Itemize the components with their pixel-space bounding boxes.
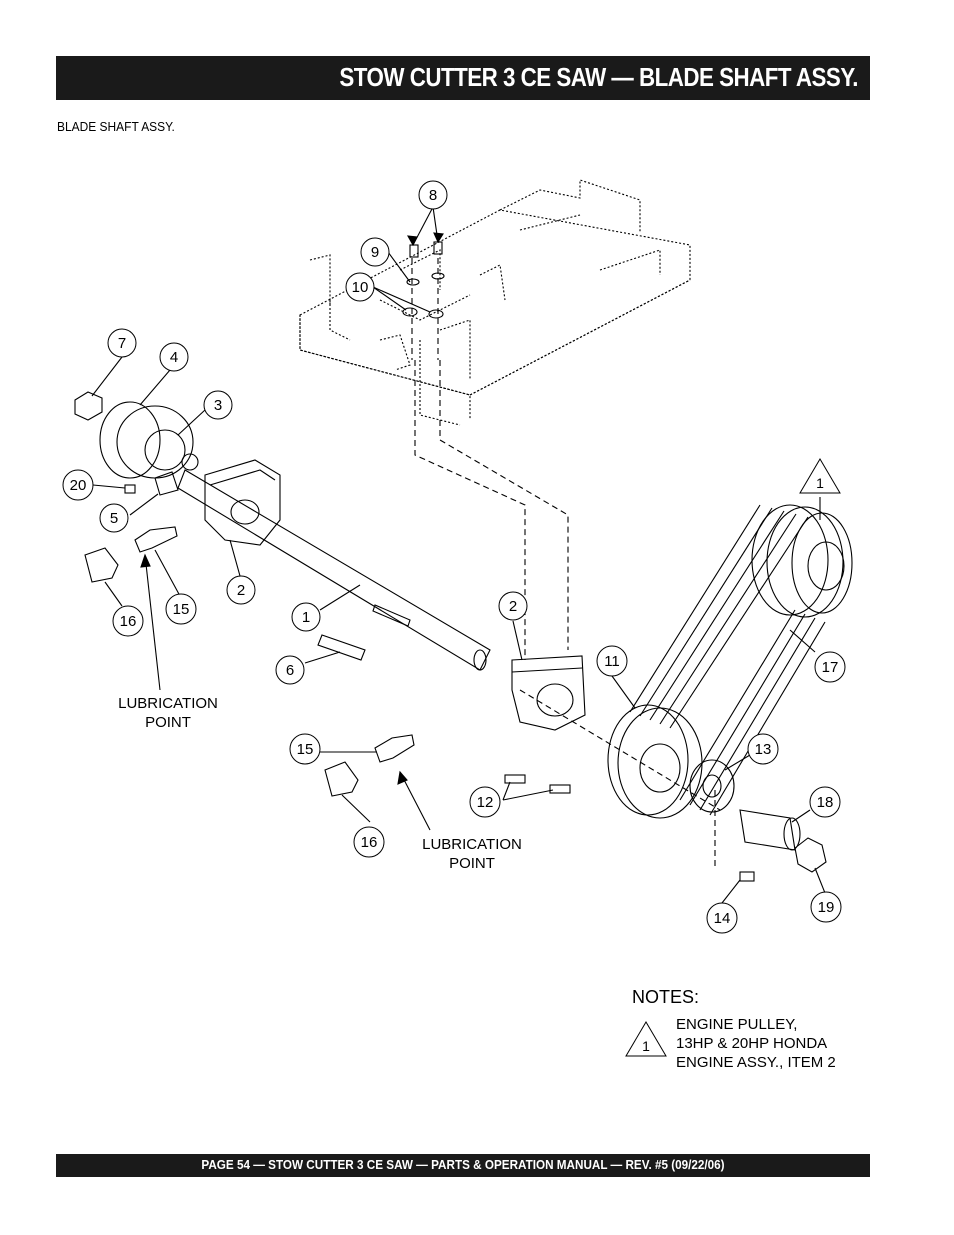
v-belts bbox=[629, 504, 826, 816]
svg-text:4: 4 bbox=[170, 349, 178, 366]
saw-frame bbox=[299, 179, 691, 426]
svg-text:15: 15 bbox=[297, 741, 314, 758]
notes-line3: ENGINE ASSY., ITEM 2 bbox=[676, 1054, 836, 1071]
svg-text:2: 2 bbox=[509, 598, 517, 615]
svg-text:5: 5 bbox=[110, 510, 118, 527]
svg-text:12: 12 bbox=[477, 794, 494, 811]
leader-arrowheads bbox=[140, 232, 444, 785]
callout-14: 14 bbox=[706, 902, 738, 934]
svg-text:14: 14 bbox=[714, 910, 731, 927]
svg-text:6: 6 bbox=[286, 662, 294, 679]
callout-4: 4 bbox=[159, 342, 189, 372]
svg-text:15: 15 bbox=[173, 601, 190, 618]
callout-2-right: 2 bbox=[498, 591, 528, 621]
callout-5: 5 bbox=[99, 503, 129, 533]
svg-text:11: 11 bbox=[604, 653, 620, 670]
svg-text:10: 10 bbox=[352, 279, 369, 296]
svg-text:18: 18 bbox=[817, 794, 834, 811]
small-pulley-group bbox=[74, 391, 199, 496]
title-bar: STOW CUTTER 3 CE SAW — BLADE SHAFT ASSY. bbox=[56, 56, 870, 100]
notes-heading: NOTES: bbox=[632, 987, 699, 1007]
callout-7: 7 bbox=[107, 328, 137, 358]
notes-triangle-icon bbox=[625, 1021, 667, 1057]
assembly-guide-lines bbox=[411, 258, 721, 870]
engine-pulley bbox=[751, 504, 853, 618]
grease-fittings bbox=[84, 526, 415, 797]
footer-text: PAGE 54 — STOW CUTTER 3 CE SAW — PARTS &… bbox=[201, 1157, 725, 1172]
callout-15-left: 15 bbox=[165, 593, 197, 625]
shaft-key bbox=[317, 634, 366, 661]
callout-18: 18 bbox=[809, 786, 841, 818]
svg-text:9: 9 bbox=[371, 244, 379, 261]
lubrication-label-left: LUBRICATION POINT bbox=[118, 695, 218, 731]
callout-9: 9 bbox=[360, 237, 390, 267]
callout-13: 13 bbox=[747, 733, 779, 765]
callout-11: 11 bbox=[596, 645, 628, 677]
callout-2-left: 2 bbox=[226, 575, 256, 605]
callouts: 8 9 10 7 4 3 20 5 16 15 2 1 6 2 11 17 15… bbox=[62, 180, 846, 934]
page-title: STOW CUTTER 3 CE SAW — BLADE SHAFT ASSY. bbox=[339, 62, 858, 92]
callout-19: 19 bbox=[810, 891, 842, 923]
svg-text:16: 16 bbox=[361, 834, 378, 851]
hub-parts bbox=[504, 759, 827, 882]
lubrication-line2: POINT bbox=[449, 855, 495, 872]
svg-text:13: 13 bbox=[755, 741, 772, 758]
svg-text:16: 16 bbox=[120, 613, 137, 630]
leader-lines bbox=[91, 206, 826, 904]
callout-16-left: 16 bbox=[112, 605, 144, 637]
lubrication-label-right: LUBRICATION POINT bbox=[422, 836, 522, 872]
callout-1: 1 bbox=[291, 602, 321, 632]
callout-6: 6 bbox=[275, 655, 305, 685]
notes-symbol: 1 bbox=[642, 1038, 650, 1054]
callout-15-right: 15 bbox=[289, 733, 321, 765]
svg-text:20: 20 bbox=[70, 477, 87, 494]
lubrication-line2: POINT bbox=[145, 714, 191, 731]
pillow-block-left bbox=[204, 459, 281, 546]
blade-pulley bbox=[607, 704, 703, 819]
section-subtitle: BLADE SHAFT ASSY. bbox=[57, 119, 175, 134]
callout-3: 3 bbox=[203, 390, 233, 420]
lubrication-line1: LUBRICATION bbox=[118, 695, 218, 712]
callout-12: 12 bbox=[469, 786, 501, 818]
svg-text:1: 1 bbox=[816, 475, 824, 491]
blade-shaft bbox=[177, 469, 491, 671]
svg-text:2: 2 bbox=[237, 582, 245, 599]
footer-bar: PAGE 54 — STOW CUTTER 3 CE SAW — PARTS &… bbox=[56, 1154, 870, 1177]
svg-text:19: 19 bbox=[818, 899, 835, 916]
notes-block: NOTES: 1 ENGINE PULLEY, 13HP & 20HP HOND… bbox=[625, 987, 836, 1071]
notes-line1: ENGINE PULLEY, bbox=[676, 1016, 797, 1033]
bolts bbox=[402, 241, 445, 319]
callout-16-right: 16 bbox=[353, 826, 385, 858]
lubrication-line1: LUBRICATION bbox=[422, 836, 522, 853]
svg-text:8: 8 bbox=[429, 187, 437, 204]
svg-text:1: 1 bbox=[302, 609, 310, 626]
svg-text:17: 17 bbox=[822, 659, 839, 676]
callout-8: 8 bbox=[418, 180, 448, 210]
callout-20: 20 bbox=[62, 469, 94, 501]
notes-line2: 13HP & 20HP HONDA bbox=[676, 1035, 827, 1052]
svg-text:7: 7 bbox=[118, 335, 126, 352]
callout-17: 17 bbox=[814, 651, 846, 683]
callout-10: 10 bbox=[345, 272, 375, 302]
pillow-block-right bbox=[511, 655, 586, 731]
note-triangle-marker: 1 bbox=[799, 458, 841, 494]
svg-text:3: 3 bbox=[214, 397, 222, 414]
